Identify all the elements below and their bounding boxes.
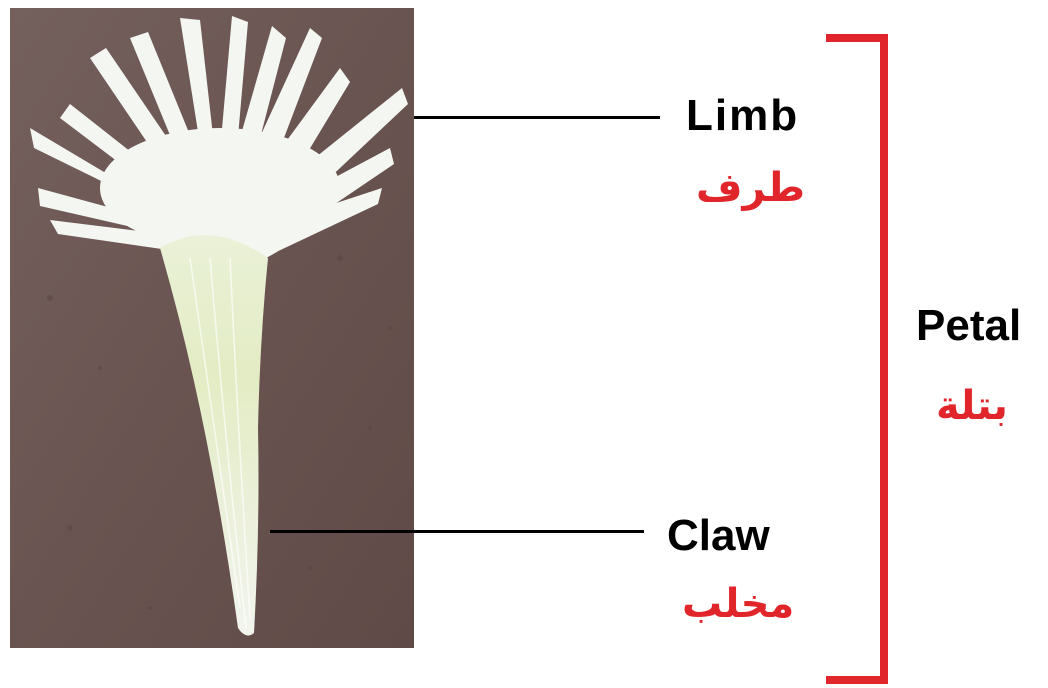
petal-bracket xyxy=(822,32,892,688)
limb-label-arabic: طرف xyxy=(696,168,805,208)
petal-label-arabic: بتلة xyxy=(936,386,1008,426)
petal-photo xyxy=(10,8,414,648)
claw-label-english: Claw xyxy=(667,514,770,558)
limb-label-english: Limb xyxy=(686,94,799,138)
limb-leader-line xyxy=(414,116,660,119)
claw-label-arabic: مخلب xyxy=(682,584,794,624)
claw-leader-line xyxy=(270,530,644,533)
petal-label-english: Petal xyxy=(916,304,1021,348)
